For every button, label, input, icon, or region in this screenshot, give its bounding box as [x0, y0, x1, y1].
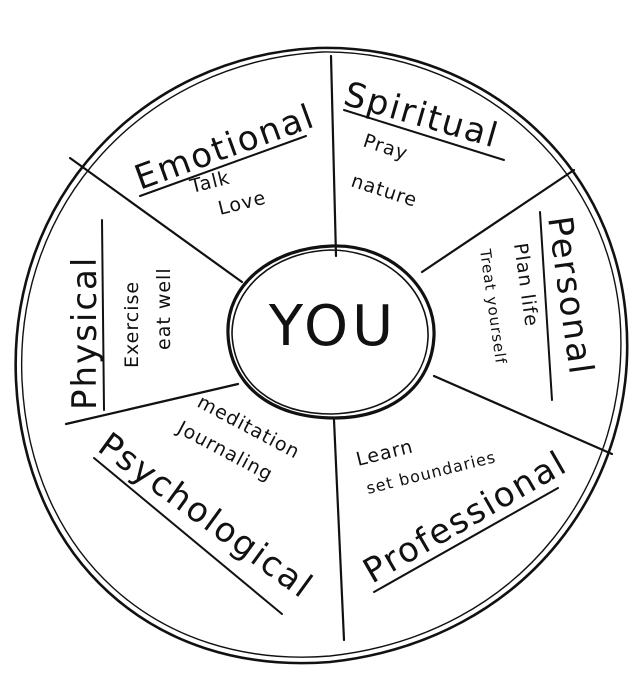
professional-underline [373, 487, 559, 593]
personal-note-plan-life: Plan life [509, 242, 543, 329]
psychological-underline [93, 457, 283, 615]
professional-note-learn: Learn [354, 435, 416, 470]
divider-emotional-spiritual [329, 54, 338, 258]
emotional-underline [139, 135, 307, 197]
physical-note-exercise: Exercise [121, 281, 143, 368]
center-label: YOU [268, 294, 397, 359]
physical-heading: Physical [65, 256, 105, 410]
outer-circle [14, 46, 629, 665]
outer-circle-overstroke [21, 51, 622, 658]
divider-professional-psychological [332, 418, 346, 642]
physical-underline [101, 219, 105, 411]
divider-psychological-physical [64, 382, 240, 426]
spiritual-underline [343, 109, 505, 161]
personal-underline [539, 211, 553, 401]
divider-spiritual-personal [420, 168, 576, 274]
divider-physical-emotional [68, 156, 244, 284]
center-circle-overstroke [231, 249, 429, 415]
divider-personal-professional [432, 374, 614, 456]
physical-note-eat-well: eat well [153, 267, 175, 350]
spiritual-note-nature: nature [348, 170, 420, 212]
center-circle [226, 244, 436, 420]
spiritual-note-pray: Pray [360, 130, 410, 165]
emotional-note-love: Love [216, 187, 269, 220]
personal-note-treat-yourself: Treat yourself [476, 247, 510, 365]
